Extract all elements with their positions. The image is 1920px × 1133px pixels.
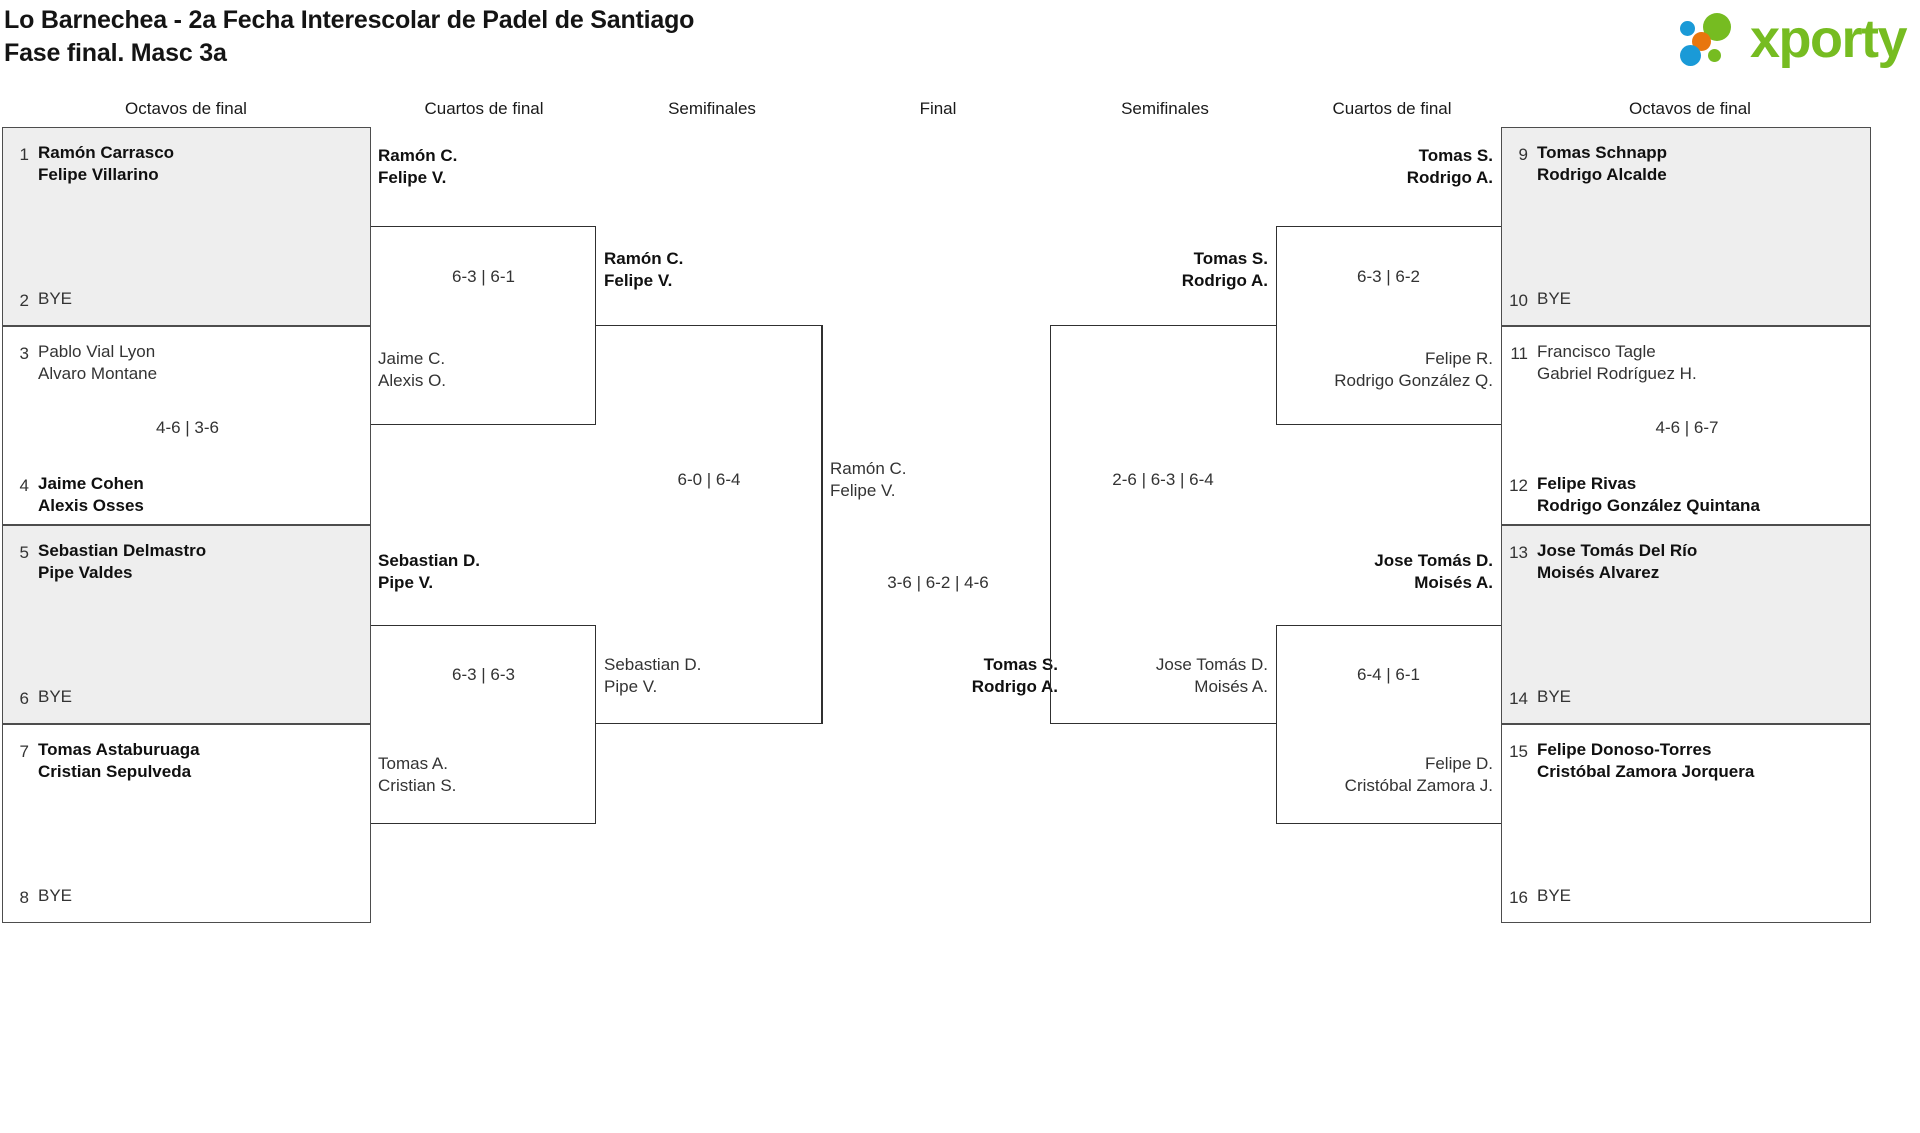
- right-octavos-match-1[interactable]: 9 Tomas Schnapp Rodrigo Alcalde 10 BYE: [1501, 127, 1871, 326]
- seed-entry-8[interactable]: 8 BYE: [7, 885, 73, 908]
- page-title: Lo Barnechea - 2a Fecha Interescolar de …: [4, 4, 694, 70]
- seed-entry-9[interactable]: 9 Tomas Schnapp Rodrigo Alcalde: [1506, 142, 1668, 186]
- right-cuartos-2-bottom-team: Felipe D. Cristóbal Zamora J.: [1344, 754, 1493, 795]
- left-cuartos-match-2[interactable]: [371, 625, 596, 824]
- left-semis-1-score: 6-0 | 6-4: [677, 470, 741, 489]
- seed-players: Tomas Schnapp Rodrigo Alcalde: [1537, 143, 1668, 184]
- seed-number: 7: [19, 742, 29, 761]
- seed-number: 12: [1509, 476, 1528, 495]
- logo-wordmark: xporty: [1749, 9, 1908, 69]
- right-semis-1-bottom-team: Jose Tomás D. Moisés A.: [1155, 655, 1268, 696]
- xporty-logo: xporty: [1679, 8, 1908, 70]
- seed-entry-2[interactable]: 2 BYE: [7, 288, 73, 311]
- seed-players: Felipe Rivas Rodrigo González Quintana: [1537, 474, 1760, 515]
- seed-entry-12[interactable]: 12 Felipe Rivas Rodrigo González Quintan…: [1506, 473, 1760, 517]
- left-cuartos-2-top-team: Sebastian D. Pipe V.: [378, 551, 481, 592]
- left-octavos-match-3[interactable]: 5 Sebastian Delmastro Pipe Valdes 6 BYE: [2, 525, 371, 724]
- title-line-1: Lo Barnechea - 2a Fecha Interescolar de …: [4, 6, 695, 34]
- left-octavos-match-4[interactable]: 7 Tomas Astaburuaga Cristian Sepulveda 8…: [2, 724, 371, 923]
- seed-number: 4: [19, 476, 29, 495]
- left-cuartos-match-1[interactable]: [371, 226, 596, 425]
- final-score: 3-6 | 6-2 | 4-6: [887, 573, 989, 592]
- left-semis-match-1[interactable]: [596, 325, 822, 724]
- seed-entry-3[interactable]: 3 Pablo Vial Lyon Alvaro Montane: [7, 341, 158, 385]
- seed-number: 8: [19, 888, 29, 907]
- seed-number: 1: [19, 145, 29, 164]
- right-semis-match-1[interactable]: [1050, 325, 1276, 724]
- right-octavos-match-2[interactable]: 11 Francisco Tagle Gabriel Rodríguez H. …: [1501, 326, 1871, 525]
- seed-entry-16[interactable]: 16 BYE: [1506, 885, 1571, 908]
- seed-number: 13: [1509, 543, 1528, 562]
- seed-players: Jose Tomás Del Río Moisés Alvarez: [1537, 541, 1698, 582]
- left-octavos-match-2-score: 4-6 | 3-6: [155, 418, 219, 437]
- left-cuartos-1-bottom-team: Jaime C. Alexis O.: [378, 349, 447, 390]
- left-semis-1-bottom-team: Sebastian D. Pipe V.: [604, 655, 702, 696]
- right-semis-1-top-team: Tomas S. Rodrigo A.: [1181, 249, 1268, 290]
- logo-dots-icon: [1679, 11, 1746, 67]
- final-divider: [822, 325, 823, 724]
- left-octavos-match-1[interactable]: 1 Ramón Carrasco Felipe Villarino 2 BYE: [2, 127, 371, 326]
- seed-number: 14: [1509, 689, 1528, 708]
- round-label-right-semis: Semifinales: [1121, 99, 1209, 118]
- seed-number: 6: [19, 689, 29, 708]
- round-label-right-octavos: Octavos de final: [1629, 99, 1751, 118]
- seed-players: Jaime Cohen Alexis Osses: [38, 474, 144, 515]
- left-cuartos-1-score: 6-3 | 6-1: [451, 267, 515, 286]
- right-octavos-match-4[interactable]: 15 Felipe Donoso-Torres Cristóbal Zamora…: [1501, 724, 1871, 923]
- left-cuartos-2-bottom-team: Tomas A. Cristian S.: [378, 754, 457, 795]
- final-left-finalist: Ramón C. Felipe V.: [830, 459, 907, 500]
- round-label-right-cuartos: Cuartos de final: [1332, 99, 1452, 118]
- right-cuartos-2-score: 6-4 | 6-1: [1356, 665, 1420, 684]
- seed-entry-6[interactable]: 6 BYE: [7, 686, 73, 709]
- seed-players: BYE: [1537, 687, 1572, 706]
- seed-entry-7[interactable]: 7 Tomas Astaburuaga Cristian Sepulveda: [7, 739, 200, 783]
- seed-entry-5[interactable]: 5 Sebastian Delmastro Pipe Valdes: [7, 540, 207, 584]
- seed-number: 5: [19, 543, 29, 562]
- right-cuartos-match-2[interactable]: [1276, 625, 1501, 824]
- round-label-final: Final: [919, 99, 957, 118]
- seed-number: 15: [1509, 742, 1528, 761]
- round-label-left-cuartos: Cuartos de final: [424, 99, 544, 118]
- right-semis-1-score: 2-6 | 6-3 | 6-4: [1112, 470, 1214, 489]
- seed-players: Ramón Carrasco Felipe Villarino: [38, 143, 175, 184]
- seed-entry-11[interactable]: 11 Francisco Tagle Gabriel Rodríguez H.: [1506, 341, 1697, 385]
- seed-entry-13[interactable]: 13 Jose Tomás Del Río Moisés Alvarez: [1506, 540, 1697, 584]
- seed-players: Pablo Vial Lyon Alvaro Montane: [38, 342, 158, 383]
- right-cuartos-1-bottom-team: Felipe R. Rodrigo González Q.: [1334, 349, 1493, 390]
- seed-players: Sebastian Delmastro Pipe Valdes: [38, 541, 207, 582]
- round-label-left-octavos: Octavos de final: [125, 99, 247, 118]
- seed-number: 9: [1518, 145, 1528, 164]
- title-line-2: Fase final. Masc 3a: [4, 39, 227, 67]
- seed-number: 3: [19, 344, 29, 363]
- left-octavos-match-2[interactable]: 3 Pablo Vial Lyon Alvaro Montane 4-6 | 3…: [2, 326, 371, 525]
- right-cuartos-2-top-team: Jose Tomás D. Moisés A.: [1374, 551, 1493, 592]
- seed-entry-14[interactable]: 14 BYE: [1506, 686, 1571, 709]
- seed-players: BYE: [38, 289, 73, 308]
- seed-players: BYE: [1537, 289, 1572, 308]
- seed-players: Francisco Tagle Gabriel Rodríguez H.: [1537, 342, 1697, 383]
- right-octavos-match-2-score: 4-6 | 6-7: [1655, 418, 1719, 437]
- final-right-finalist: Tomas S. Rodrigo A.: [971, 655, 1058, 696]
- seed-number: 2: [19, 291, 29, 310]
- seed-number: 10: [1509, 291, 1528, 310]
- left-cuartos-2-score: 6-3 | 6-3: [451, 665, 515, 684]
- seed-players: Tomas Astaburuaga Cristian Sepulveda: [38, 740, 200, 781]
- left-semis-1-top-team: Ramón C. Felipe V.: [604, 249, 684, 290]
- left-cuartos-1-top-team: Ramón C. Felipe V.: [378, 146, 458, 187]
- seed-number: 11: [1510, 344, 1528, 363]
- right-cuartos-1-score: 6-3 | 6-2: [1356, 267, 1420, 286]
- seed-players: BYE: [38, 687, 73, 706]
- seed-players: BYE: [1537, 886, 1572, 905]
- seed-entry-15[interactable]: 15 Felipe Donoso-Torres Cristóbal Zamora…: [1506, 739, 1754, 783]
- right-octavos-match-3[interactable]: 13 Jose Tomás Del Río Moisés Alvarez 14 …: [1501, 525, 1871, 724]
- seed-entry-4[interactable]: 4 Jaime Cohen Alexis Osses: [7, 473, 144, 517]
- seed-players: BYE: [38, 886, 73, 905]
- right-cuartos-match-1[interactable]: [1276, 226, 1501, 425]
- seed-players: Felipe Donoso-Torres Cristóbal Zamora Jo…: [1537, 740, 1755, 781]
- round-label-left-semis: Semifinales: [668, 99, 756, 118]
- seed-entry-10[interactable]: 10 BYE: [1506, 288, 1571, 311]
- seed-entry-1[interactable]: 1 Ramón Carrasco Felipe Villarino: [7, 142, 175, 186]
- seed-number: 16: [1509, 888, 1528, 907]
- right-cuartos-1-top-team: Tomas S. Rodrigo A.: [1406, 146, 1493, 187]
